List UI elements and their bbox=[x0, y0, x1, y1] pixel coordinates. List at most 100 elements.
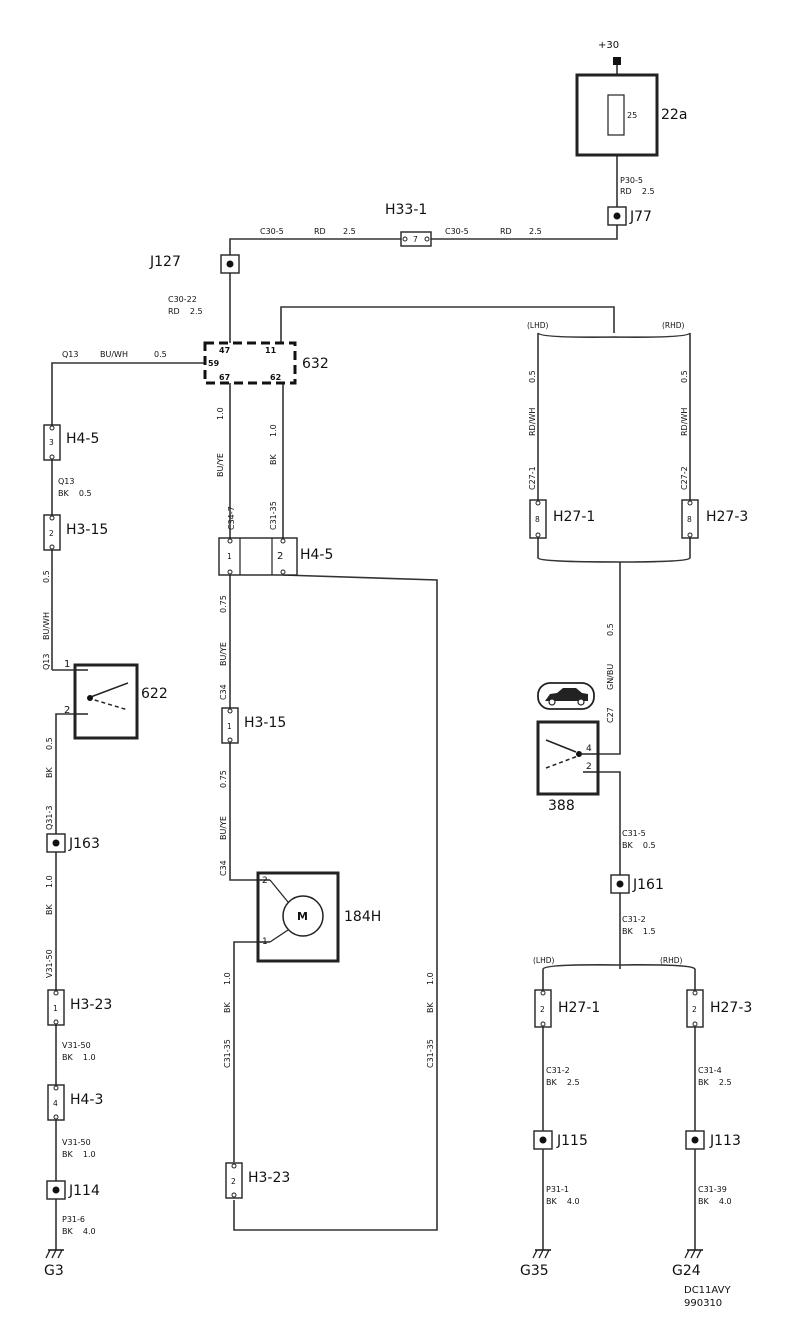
wire-code-q13-mid: Q13 bbox=[58, 477, 74, 486]
wire-size-c30-5-left: 2.5 bbox=[343, 227, 356, 236]
wire-spec-v31-50-b: BK 1.0 bbox=[62, 1150, 96, 1159]
wire-code: C27-1 bbox=[528, 466, 537, 490]
ground-g35: G35 bbox=[520, 1249, 551, 1279]
connector-h3-23-left: 1 H3-23 bbox=[47, 989, 112, 1026]
footer-code: DC11AVY bbox=[684, 1285, 731, 1296]
wire-labels-c27-1: 0.5 RD/WH C27-1 bbox=[528, 370, 537, 490]
wire-size: 0.5 bbox=[42, 570, 51, 583]
variant-rhd-bottom: (RHD) bbox=[660, 956, 683, 965]
wire-code-c31-2-a: C31-2 bbox=[622, 915, 646, 924]
connector-h27-3-top: 8 H27-3 bbox=[681, 499, 748, 539]
wire-code: V31-50 bbox=[45, 949, 54, 978]
wire-code: Q31-3 bbox=[45, 806, 54, 830]
wire-spec-c30-22: RD 2.5 bbox=[168, 307, 203, 316]
wire-code: C31-35 bbox=[223, 1039, 232, 1068]
wire-labels-c31-35-right: 1.0 BK C31-35 bbox=[426, 972, 435, 1068]
footer-date: 990310 bbox=[684, 1298, 722, 1309]
junction-j161: J161 bbox=[610, 874, 664, 894]
junction-j77: J77 bbox=[607, 206, 652, 226]
wire-color-c30-5-left: RD bbox=[314, 227, 326, 236]
wire-code-v31-50-b: V31-50 bbox=[62, 1138, 91, 1147]
switch-id: 388 bbox=[548, 798, 575, 814]
wire-color: RD/WH bbox=[528, 408, 537, 436]
ground-label: G3 bbox=[44, 1263, 64, 1279]
wire-size: 0.75 bbox=[219, 770, 228, 788]
pin-2: 2 bbox=[262, 876, 268, 886]
connector-h33-1: 7 H33-1 bbox=[385, 202, 432, 247]
junction-j163: J163 bbox=[46, 833, 100, 853]
junction-j114: J114 bbox=[46, 1180, 100, 1200]
connector-h4-5-left: 3 H4-5 bbox=[43, 424, 99, 461]
wire-spec-v31-50-a: BK 1.0 bbox=[62, 1053, 96, 1062]
wire-spec-c31-39: BK 4.0 bbox=[698, 1197, 732, 1206]
wire-code-c30-5-left: C30-5 bbox=[260, 227, 284, 236]
wire-code: C27 bbox=[606, 707, 615, 723]
connector-h3-23-mid: 2 H3-23 bbox=[225, 1162, 290, 1199]
wire-color-q13-top: BU/WH bbox=[100, 350, 128, 359]
wire-color: BK bbox=[269, 454, 278, 465]
wire-color: BK bbox=[45, 904, 54, 915]
pin-label: 2 bbox=[49, 529, 54, 538]
wire-code: C31-35 bbox=[269, 501, 278, 530]
wire-spec-p31-6: BK 4.0 bbox=[62, 1227, 96, 1236]
wire-size-q13-top: 0.5 bbox=[154, 350, 167, 359]
ground-g24: G24 bbox=[672, 1249, 703, 1279]
wire-spec-c31-4: BK 2.5 bbox=[698, 1078, 732, 1087]
supply-label: +30 bbox=[598, 40, 619, 51]
variant-rhd-top: (RHD) bbox=[662, 321, 685, 330]
wire-code-c31-39: C31-39 bbox=[698, 1185, 727, 1194]
wire-size: 0.5 bbox=[606, 623, 615, 636]
connector-id: H33-1 bbox=[385, 202, 427, 218]
wire-labels-c34-b: 0.75 BU/YE C34 bbox=[219, 770, 228, 876]
wire-code: C34-7 bbox=[227, 506, 236, 530]
variant-lhd-top: (LHD) bbox=[527, 321, 549, 330]
connector-h4-5-mid: 1 2 H4-5 bbox=[218, 537, 333, 576]
pin-4: 4 bbox=[586, 744, 592, 754]
wire-color-c30-5-right: RD bbox=[500, 227, 512, 236]
wire-code-q13-top: Q13 bbox=[62, 350, 78, 359]
wire-size: 1.0 bbox=[45, 875, 54, 888]
pin-label: 2 bbox=[692, 1005, 697, 1014]
wire-spec-c31-2-b: BK 2.5 bbox=[546, 1078, 580, 1087]
pin-label: 8 bbox=[687, 515, 692, 524]
ground-label: G24 bbox=[672, 1263, 701, 1279]
junction-j127: J127 bbox=[149, 254, 240, 274]
pin-label: 3 bbox=[49, 438, 54, 447]
connector-id: H4-5 bbox=[300, 547, 333, 563]
control-unit-632: 47 11 59 67 62 632 bbox=[203, 341, 329, 385]
pin-59: 59 bbox=[208, 359, 220, 368]
connector-id: H27-1 bbox=[558, 1000, 600, 1016]
connector-id: H27-1 bbox=[553, 509, 595, 525]
connector-id: H27-3 bbox=[710, 1000, 752, 1016]
wire-labels-left-c: 1.0 BK V31-50 bbox=[45, 875, 54, 978]
switch-id: 622 bbox=[141, 686, 168, 702]
pin-1: 1 bbox=[227, 552, 232, 561]
junction-j115: J115 bbox=[533, 1130, 588, 1150]
junction-label: J127 bbox=[149, 254, 181, 270]
junction-j113: J113 bbox=[685, 1130, 741, 1150]
wire-size: 0.5 bbox=[528, 370, 537, 383]
wire-spec-p30-5: RD 2.5 bbox=[620, 187, 655, 196]
ground-label: G35 bbox=[520, 1263, 549, 1279]
pin-67: 67 bbox=[219, 373, 230, 382]
connector-id: H4-3 bbox=[70, 1092, 103, 1108]
wire-size-c30-5-right: 2.5 bbox=[529, 227, 542, 236]
wire-spec-c31-2-a: BK 1.5 bbox=[622, 927, 656, 936]
junction-label: J115 bbox=[556, 1133, 588, 1149]
wire-color: GN/BU bbox=[606, 664, 615, 690]
pin-label: 1 bbox=[227, 722, 232, 731]
pin-label: 8 bbox=[535, 515, 540, 524]
fuse-22a: 25 22a bbox=[575, 73, 687, 157]
wire-code-c30-22: C30-22 bbox=[168, 295, 197, 304]
wire-code: C34 bbox=[219, 684, 228, 700]
pin-1: 1 bbox=[262, 937, 268, 947]
pin-47: 47 bbox=[219, 346, 230, 355]
wire-code-p31-1: P31-1 bbox=[546, 1185, 569, 1194]
wire-size: 1.0 bbox=[269, 424, 278, 437]
car-hood-icon bbox=[537, 682, 595, 710]
wire-code-c31-2-b: C31-2 bbox=[546, 1066, 570, 1075]
control-unit-id: 632 bbox=[302, 356, 329, 372]
motor-symbol: M bbox=[297, 910, 308, 923]
junction-label: J163 bbox=[68, 836, 100, 852]
